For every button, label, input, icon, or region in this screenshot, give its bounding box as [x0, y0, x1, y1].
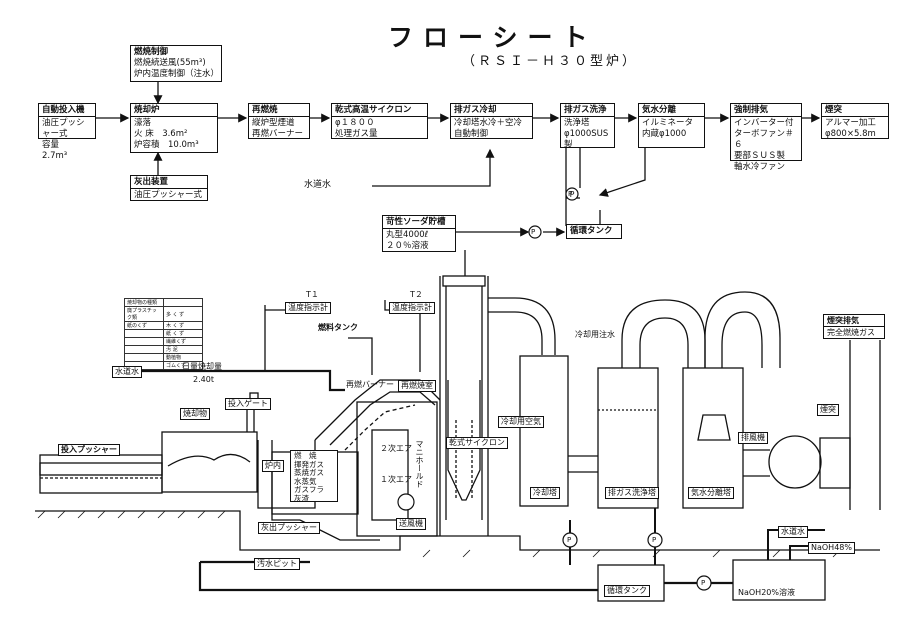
pump-label-scrub2: P — [652, 536, 657, 544]
combustion-control-box: 燃焼制御 燃焼続送風(55m³) 炉内温度制御（注水） — [130, 45, 222, 82]
fuel-tank-label: 燃料タンク — [318, 323, 358, 332]
cooling-water-label: 冷却用注水 — [575, 330, 615, 339]
cyclone-line-1: φ１８００ — [335, 118, 375, 128]
soda-line-1: 丸型4000ℓ — [386, 230, 429, 240]
feed-title: 自動投入機 — [39, 105, 95, 117]
secondary-air-label: ２次エア — [380, 444, 412, 453]
reburner-label: 再燃バーナー — [346, 380, 394, 389]
ash-discharge-box: 灰出装置 油圧プッシャー式 — [130, 175, 208, 201]
waste-label: 焼却物 — [180, 408, 210, 420]
fan-title: 強制排気 — [731, 105, 801, 117]
feed-gate-label: 投入ゲート — [225, 398, 271, 410]
reburn-box: 再燃焼 縦炉型煙道 再燃バーナー — [248, 103, 310, 139]
pump-label-tank: P — [701, 579, 706, 587]
scrubber-line-2: φ1000SUS製 — [564, 129, 609, 150]
furnace-line-2: 火 床 3.6m² — [134, 129, 188, 139]
cyclone-title: 乾式高温サイクロン — [332, 105, 427, 117]
ash-title: 灰出装置 — [131, 177, 207, 189]
feed-line-2: 容量 2.7m³ — [42, 140, 68, 161]
feed-line-1: 油圧プッシャー式 — [42, 118, 85, 139]
t1-indicator: 温度指示計 — [285, 302, 331, 314]
gas-scrubber-box: 排ガス洗浄 洗浄塔 φ1000SUS製 — [560, 103, 615, 150]
blower-label: 送風機 — [396, 518, 426, 530]
scrubber-tower-label: 排ガス洗浄塔 — [605, 487, 659, 499]
separator-line-1: イルミネータ — [642, 118, 694, 128]
reburn-line-2: 再燃バーナー — [252, 129, 304, 139]
separator-line-2: 内蔵φ1000 — [642, 129, 687, 139]
reburn-title: 再燃焼 — [249, 105, 309, 117]
cooling-line-2: 自動制御 — [454, 129, 489, 139]
tap-water-label-2: 水道水 — [778, 526, 808, 538]
cyclone-box: 乾式高温サイクロン φ１８００ 処理ガス量 — [331, 103, 428, 139]
daily-capacity-label: 日量焼却量 — [182, 362, 222, 371]
caustic-soda-tank-box: 苛性ソーダ貯槽 丸型4000ℓ ２０％溶液 — [382, 215, 456, 252]
soda-title: 苛性ソーダ貯槽 — [383, 217, 455, 229]
scrubber-title: 排ガス洗浄 — [561, 105, 614, 117]
page-title: フローシート — [388, 23, 598, 52]
fan-line-2: ターボファン＃６ — [734, 129, 794, 150]
furnace-inside-label: 炉内 — [262, 460, 284, 472]
cooling-tower-label: 冷却塔 — [530, 487, 560, 499]
fan-line-1: インバーター付 — [734, 118, 794, 128]
primary-air-label: １次エア — [380, 475, 412, 484]
forced-exhaust-box: 強制排気 インバーター付 ターボファン＃６ 要部ＳＵＳ製 軸水冷ファン — [730, 103, 802, 172]
daily-capacity-value: 2.40t — [193, 375, 214, 384]
ash-line-1: 油圧プッシャー式 — [134, 190, 203, 200]
tap-water-in-label: 水道水 — [112, 366, 142, 378]
cooling-title: 排ガス冷却 — [451, 105, 532, 117]
cooling-air-label: 冷却用空気 — [498, 416, 544, 428]
gas-cooling-box: 排ガス冷却 冷却塔水冷＋空冷 自動制御 — [450, 103, 533, 139]
page-subtitle: （ＲＳＩ－Ｈ３０型炉） — [462, 54, 639, 69]
scrubber-line-1: 洗浄塔 — [564, 118, 590, 128]
furnace-title: 焼却炉 — [131, 105, 217, 117]
pump-label-scrub: P — [568, 190, 573, 198]
combustion-products-list: 燃 焼 揮発ガス 蒸焼ガス 水蒸気 ガスフラ 灰渣 — [290, 450, 338, 502]
furnace-line-3: 炉容積 10.0m³ — [134, 140, 199, 150]
t1-tag: T１ — [306, 290, 319, 299]
control-line-2: 炉内温度制御（注水） — [134, 69, 220, 79]
cooling-line-1: 冷却塔水冷＋空冷 — [454, 118, 523, 128]
control-title: 燃焼制御 — [134, 47, 169, 57]
fan-line-3: 要部ＳＵＳ製 — [734, 151, 786, 161]
naoh-48-label: NaOH48% — [808, 542, 855, 554]
circulation-tank-box: 循環タンク — [566, 224, 622, 239]
separator-box: 気水分離 イルミネータ 内蔵φ1000 — [638, 103, 705, 148]
manifold-label: マニホールド — [415, 440, 424, 488]
control-line-1: 燃焼続送風(55m³) — [134, 58, 206, 68]
incinerator-box: 焼却炉 濠落 火 床 3.6m² 炉容積 10.0m³ — [130, 103, 218, 153]
t2-tag: T２ — [410, 290, 423, 299]
pump-label-soda: P — [531, 228, 536, 236]
fan-line-4: 軸水冷ファン — [734, 162, 786, 172]
soda-line-2: ２０％溶液 — [386, 241, 429, 251]
pump-symbol-1: P — [570, 190, 575, 199]
t2-indicator: 温度指示計 — [389, 302, 435, 314]
stack-line-1: アルマー加工 — [825, 118, 876, 128]
pump-label-cool: P — [567, 536, 572, 544]
sewage-pit-label: 汚水ピット — [254, 558, 300, 570]
tap-water-label: 水道水 — [304, 180, 332, 190]
exhaust-fan-label: 排風機 — [738, 432, 768, 444]
naoh-20-label: NaOH20%溶液 — [738, 588, 795, 597]
stack-line-2: φ800×5.8m — [825, 129, 876, 139]
cyclone-line-2: 処理ガス量 — [335, 129, 378, 139]
dry-cyclone-label: 乾式サイクロン — [446, 437, 508, 449]
stack-box: 煙突 アルマー加工 φ800×5.8m — [821, 103, 889, 139]
auto-feeder-box: 自動投入機 油圧プッシャー式 容量 2.7m³ — [38, 103, 96, 161]
separator-title: 気水分離 — [639, 105, 704, 117]
reburn-chamber-label: 再燃焼室 — [398, 380, 436, 392]
feed-pusher-label: 投入プッシャー — [58, 444, 120, 456]
stack-title: 煙突 — [822, 105, 888, 117]
stack-label: 煙突 — [817, 404, 839, 416]
furnace-line-1: 濠落 — [134, 118, 152, 128]
reburn-line-1: 縦炉型煙道 — [252, 118, 295, 128]
waste-type-legend: 焼却物の種類 廃プラスチック類多 く ず 紙のくず木 く ず 紙 く ず 繊維く… — [124, 298, 203, 370]
ash-pusher-label: 灰出プッシャー — [258, 522, 320, 534]
circ-tank-label: 循環タンク — [604, 585, 650, 597]
separator-tower-label: 気水分離塔 — [688, 487, 734, 499]
stack-exhaust-box: 煙突排気 完全燃焼ガス — [823, 314, 885, 339]
